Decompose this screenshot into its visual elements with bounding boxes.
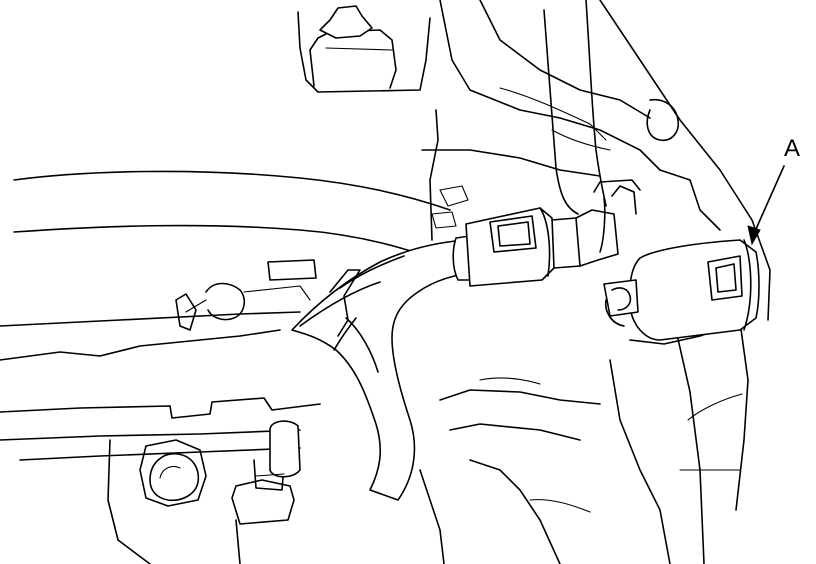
hex-bolt [139, 439, 207, 507]
upper-housing-outline [421, 0, 661, 241]
callout-a: A [747, 135, 800, 246]
small-clip [175, 282, 246, 331]
threaded-stud [231, 420, 301, 525]
lower-block [107, 377, 601, 564]
hose-retainer-bracket [329, 269, 379, 373]
intake-rail [0, 170, 451, 461]
callout-a-leader-line [751, 165, 785, 239]
fuel-pipe-stub [593, 179, 641, 253]
connector-a-body [603, 239, 760, 341]
fuel-hose [291, 239, 481, 501]
hose-end-connector [452, 207, 619, 287]
callout-a-arrowhead [747, 225, 761, 246]
ignition-wire [499, 0, 611, 215]
callout-a-label: A [784, 135, 800, 162]
top-mount-bracket [297, 5, 431, 93]
